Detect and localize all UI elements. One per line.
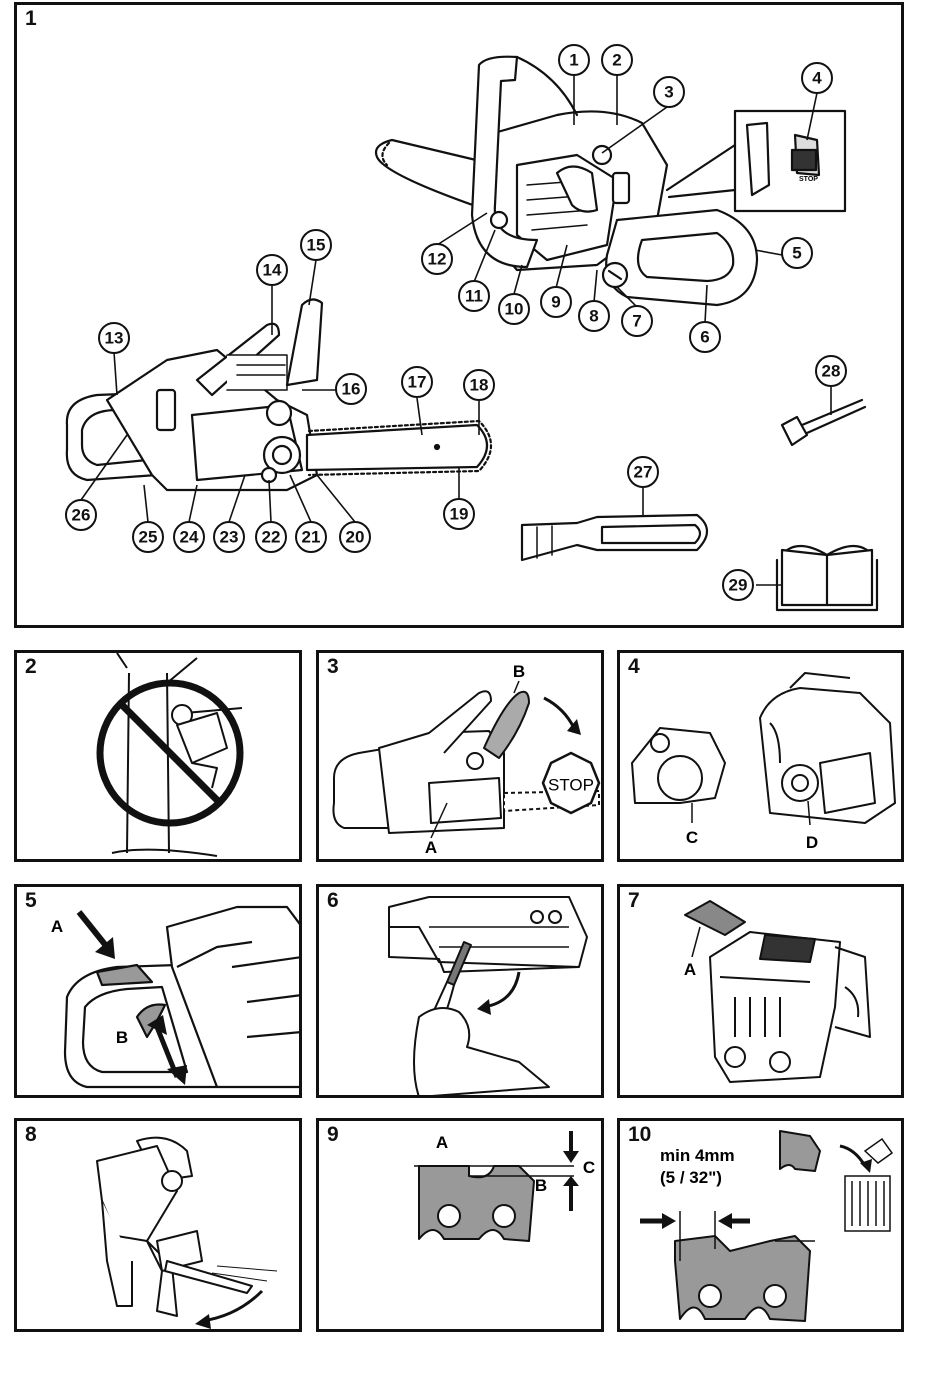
label-a: A [436, 1133, 448, 1152]
callout-label: 4 [812, 69, 822, 88]
label-b: B [116, 1028, 128, 1047]
prohibition-icon [100, 683, 240, 823]
callout-label: 18 [470, 376, 489, 395]
inset-stop-label: STOP [799, 176, 818, 183]
operator-cutting-drawing [17, 1121, 302, 1332]
filter-tab [685, 901, 745, 935]
min-depth-fraction: (5 / 32") [660, 1168, 722, 1187]
depth-gauge-drawing: min 4mm (5 / 32") [620, 1121, 904, 1332]
figure-1-panel: 1 [14, 2, 904, 628]
callout-label: 29 [729, 576, 748, 595]
throttle-lock-drawing: A B [17, 887, 302, 1098]
callout-label: 22 [262, 528, 281, 547]
callout-label: 5 [792, 244, 801, 263]
figure-10-panel: 10 min 4mm (5 / 32") [617, 1118, 904, 1332]
label-a: A [684, 960, 696, 979]
callout-label: 25 [139, 528, 158, 547]
callout-label: 8 [589, 307, 598, 326]
guide-bar-side [307, 425, 487, 470]
callout-label: 16 [342, 380, 361, 399]
figure-9-panel: 9 A B C [316, 1118, 604, 1332]
callout-label: 17 [408, 373, 427, 392]
filter-hole [725, 1047, 745, 1067]
callout-label: 21 [302, 528, 321, 547]
callout-label: 10 [505, 300, 524, 319]
label-b: B [535, 1176, 547, 1195]
cutter-tooth [419, 1166, 534, 1241]
label-c: C [686, 828, 698, 847]
callout-label: 24 [180, 528, 199, 547]
callout-label: 3 [664, 83, 673, 102]
figure-2-panel: 2 [14, 650, 302, 862]
callout-label: 12 [428, 250, 447, 269]
callout-label: 20 [346, 528, 365, 547]
callout-label: 19 [450, 505, 469, 524]
small-cutter-icon [780, 1131, 820, 1171]
combination-spanner [782, 417, 807, 445]
clutch-cover-drawing: C D [620, 653, 904, 862]
callout-label: 14 [263, 261, 282, 280]
label-b: B [513, 662, 525, 681]
callout-label: 28 [822, 362, 841, 381]
worn-cutter-tooth [675, 1236, 810, 1321]
label-a: A [425, 838, 437, 857]
chain-cutter-drawing: A B C [319, 1121, 604, 1332]
callout-label: 23 [220, 528, 239, 547]
chain-tension-drawing [319, 887, 604, 1098]
callout-label: 1 [569, 51, 578, 70]
callout-label: 15 [307, 236, 326, 255]
label-a: A [51, 917, 63, 936]
chain-brake-drawing: STOP A B [319, 653, 604, 862]
callout-label: 13 [105, 329, 124, 348]
figure-7-panel: 7 A [617, 884, 904, 1098]
figure-3-panel: 3 STOP A B [316, 650, 604, 862]
figure-6-panel: 6 [316, 884, 604, 1098]
no-climbing-warning-drawing [17, 653, 302, 862]
label-c: C [583, 1158, 595, 1177]
chain-brake-side [287, 299, 322, 385]
chainsaw-overview-drawing: 1 2 3 4 5 6 7 8 9 10 11 12 13 14 15 16 1… [17, 5, 904, 628]
hand [414, 1008, 549, 1097]
label-d: D [806, 833, 818, 852]
callout-label: 9 [551, 293, 560, 312]
callout-label: 26 [72, 506, 91, 525]
figure-5-panel: 5 A B [14, 884, 302, 1098]
callout-label: 6 [700, 328, 709, 347]
figure-8-panel: 8 [14, 1118, 302, 1332]
air-filter-drawing: A [620, 887, 904, 1098]
callout-label: 2 [612, 51, 621, 70]
min-depth-label: min 4mm [660, 1146, 735, 1165]
callout-label: 27 [634, 463, 653, 482]
stop-text: STOP [548, 776, 594, 795]
callout-label: 7 [632, 312, 641, 331]
callout-label: 11 [465, 287, 483, 306]
figure-4-panel: 4 C D [617, 650, 904, 862]
